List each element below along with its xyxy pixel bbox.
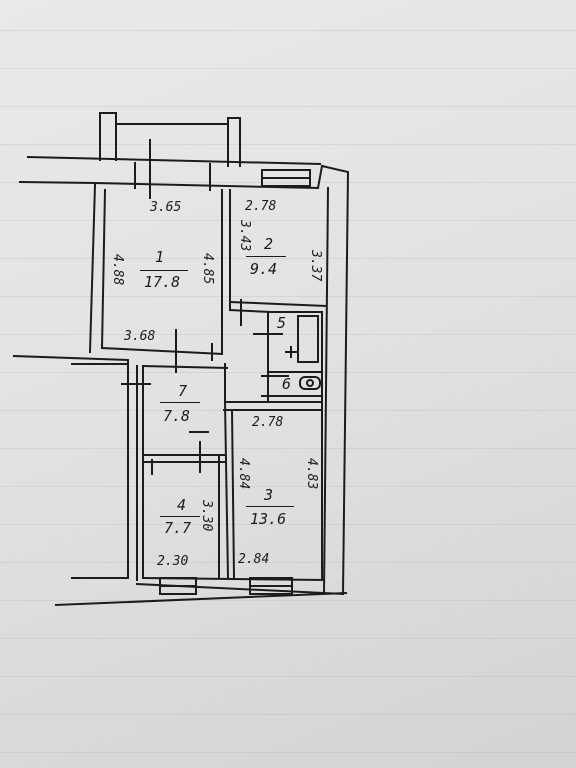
ruling-line bbox=[0, 296, 576, 297]
room-4-length-right: 3.30 bbox=[199, 500, 214, 532]
ruling-line bbox=[0, 638, 576, 639]
room-6-number: 6 bbox=[282, 375, 292, 393]
window-room-2 bbox=[261, 169, 311, 187]
room-2-fraction-line bbox=[246, 256, 286, 257]
room-4-area: 7.7 bbox=[164, 519, 192, 537]
room-3-number: 3 bbox=[264, 486, 274, 504]
room-1-walls bbox=[88, 139, 231, 356]
exterior-wall-top bbox=[18, 155, 350, 596]
ruling-line bbox=[0, 106, 576, 107]
room-1-width-bottom: 3.68 bbox=[124, 329, 156, 344]
ruling-line bbox=[0, 524, 576, 525]
room-1-number: 1 bbox=[155, 248, 165, 266]
room-3-length-right: 4.83 bbox=[304, 458, 319, 490]
room-1-width-top: 3.65 bbox=[150, 200, 182, 215]
room-4-fraction-line bbox=[160, 516, 200, 517]
room-2-walls bbox=[228, 299, 328, 326]
room-3-walls bbox=[223, 400, 323, 581]
room-2-width-top: 2.78 bbox=[245, 199, 277, 214]
ruling-line bbox=[0, 258, 576, 259]
ruling-line bbox=[0, 600, 576, 601]
room-2-length-left: 3.43 bbox=[237, 220, 252, 252]
room-4-number: 4 bbox=[177, 496, 187, 514]
ruling-line bbox=[0, 68, 576, 69]
room-7-area: 7.8 bbox=[163, 407, 191, 425]
room-1-fraction-line bbox=[140, 270, 188, 271]
ruling-line bbox=[0, 714, 576, 715]
exterior-wall-left bbox=[12, 354, 151, 581]
ruling-line bbox=[0, 182, 576, 183]
room-3-area: 13.6 bbox=[250, 510, 287, 528]
room-3-width-bottom: 2.84 bbox=[238, 552, 270, 567]
exterior-wall-bottom bbox=[54, 576, 348, 607]
room-7-number: 7 bbox=[178, 382, 188, 400]
room-3-width-top: 2.78 bbox=[252, 415, 284, 430]
room-1-length-right: 4.85 bbox=[200, 253, 215, 285]
room-4-width-bottom: 2.30 bbox=[157, 554, 189, 569]
room-2-number: 2 bbox=[264, 235, 274, 253]
ruling-line bbox=[0, 30, 576, 31]
room-1-area: 17.8 bbox=[144, 273, 181, 291]
ruling-line bbox=[0, 486, 576, 487]
ruling-line bbox=[0, 676, 576, 677]
ruling-line bbox=[0, 144, 576, 145]
room-4-walls bbox=[142, 431, 226, 579]
ruling-line bbox=[0, 562, 576, 563]
ruling-line bbox=[0, 334, 576, 335]
ruling-line bbox=[0, 448, 576, 449]
room-3-fraction-line bbox=[246, 506, 294, 507]
room-7-fraction-line bbox=[160, 402, 200, 403]
room-3-length-left: 4.84 bbox=[236, 458, 251, 490]
balcony bbox=[99, 112, 241, 167]
corridor-7-walls bbox=[141, 329, 229, 579]
ruling-line bbox=[0, 752, 576, 753]
room-2-length-right: 3.37 bbox=[308, 250, 323, 282]
ruling-line bbox=[0, 220, 576, 221]
room-1-length-left: 4.88 bbox=[110, 254, 125, 286]
room-2-area: 9.4 bbox=[250, 260, 278, 278]
room-5-number: 5 bbox=[277, 314, 287, 332]
